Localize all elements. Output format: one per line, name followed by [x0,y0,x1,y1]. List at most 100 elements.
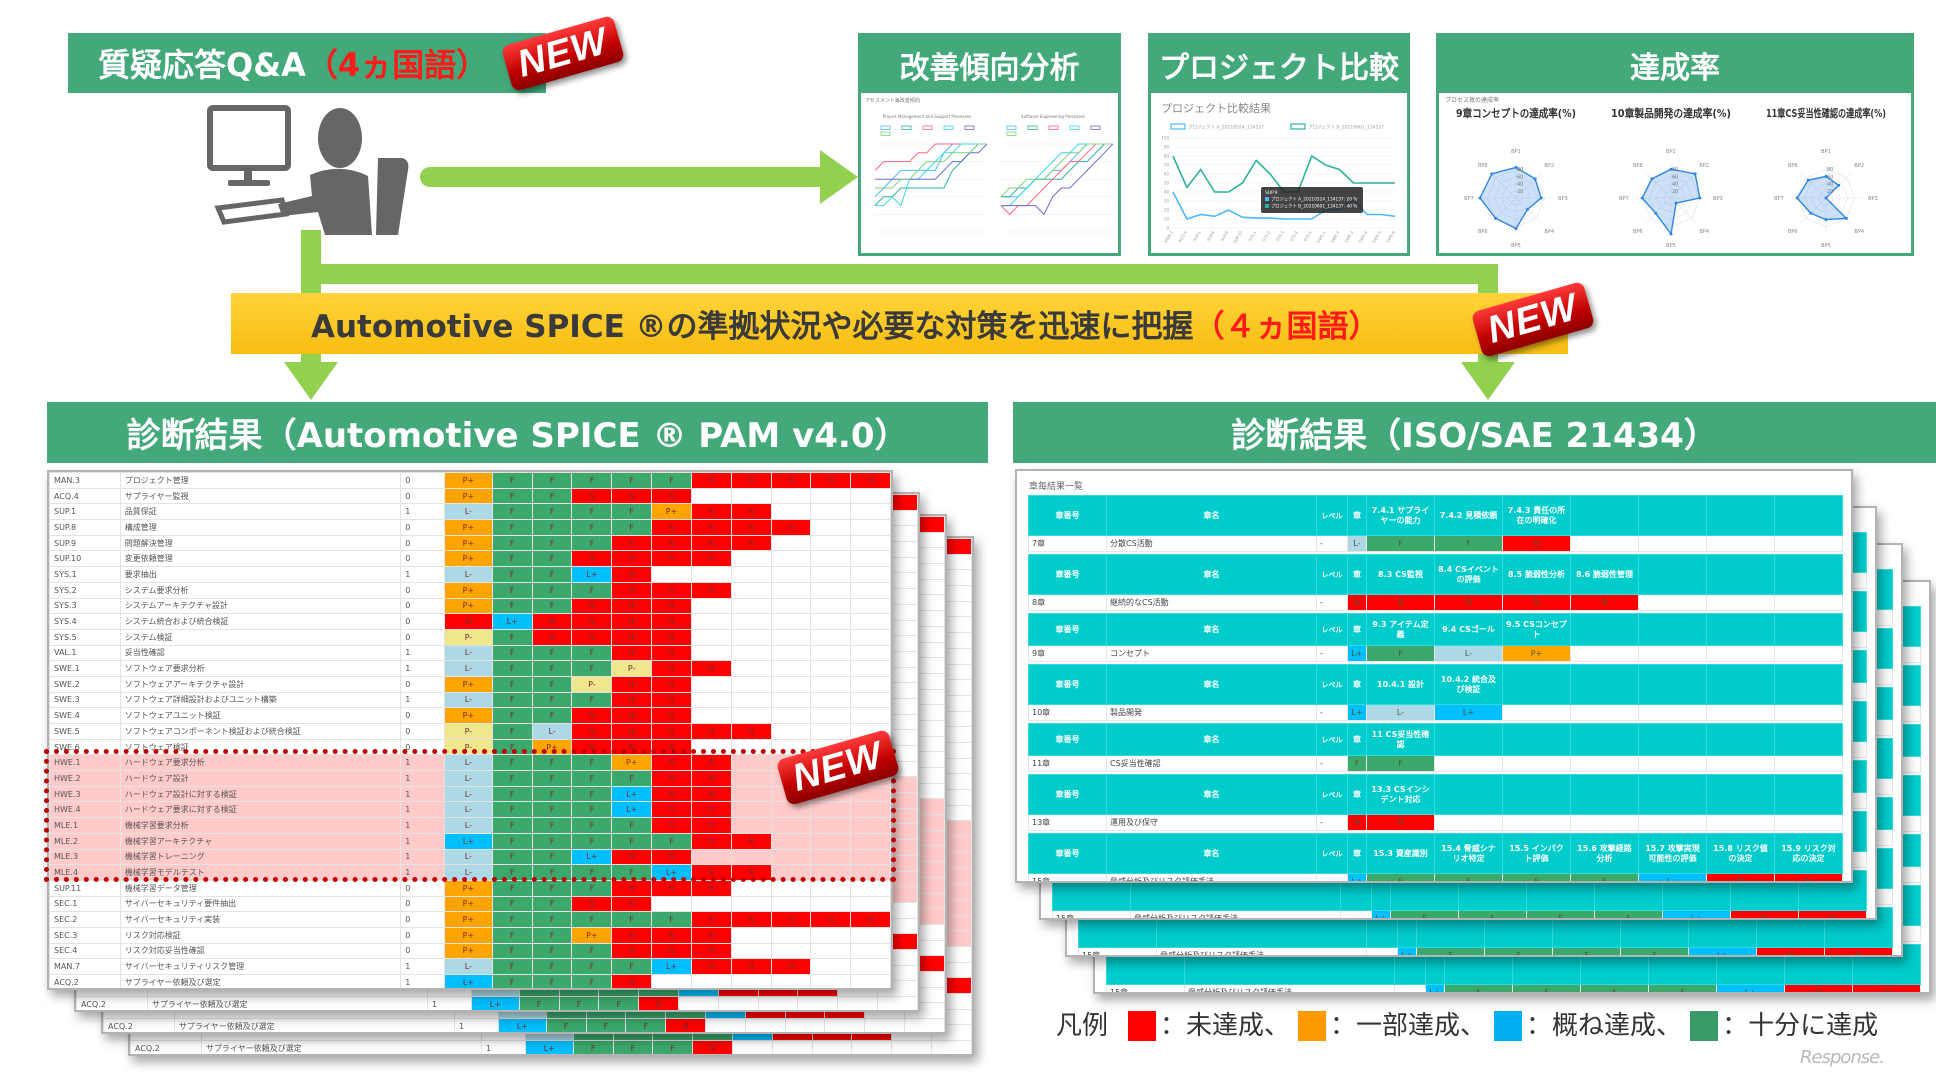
header-chapter-no: 章番号 [1028,664,1107,705]
rating-cell: F [491,691,533,709]
radar-axis-label: BP2 [1854,163,1864,169]
radar-axis-label: BP5 [1666,243,1676,249]
empty-cell [690,566,732,583]
rating-cell: N [611,581,653,599]
process-id: SWE.1 [49,660,121,677]
process-name: サプライヤー依頼及び選定 [200,1040,483,1054]
process-name: 機械学習要求分析 [119,817,402,834]
process-name: システム検証 [119,628,402,646]
capability-level: 0 [400,472,446,489]
rating-cell: N [690,519,732,536]
empty-cell [810,864,852,881]
rating-cell: L- [444,801,493,819]
rating-cell: N [611,487,653,505]
rating-cell: F [571,942,613,960]
x-tick-label: SWE.2 [1330,230,1341,244]
header-level: レベル [1316,833,1348,874]
header-level: レベル [1316,495,1348,536]
radar-axis-label: BP5 [1511,243,1521,249]
y-tick-label: 40 [1164,190,1170,195]
empty-cell [1570,645,1639,662]
row-gap [1028,830,1843,834]
empty-cell [690,691,732,709]
legend-swatch [1290,123,1306,130]
tooltip-line: プロジェクト B_20210601_134137: 40 % [1271,204,1357,210]
rating-cell: F [651,832,692,850]
legend-swatch [943,125,954,130]
x-tick-label: SYS.5 [1303,230,1313,243]
rating-cell: L- [444,958,493,975]
empty-cell [850,566,891,583]
rating-cell: F [545,1018,587,1032]
empty-cell [690,895,732,913]
radar-tick: 40 [1827,182,1833,188]
series-line [875,143,988,180]
rating-cell: P+ [444,534,493,552]
header-chapter-no: 章番号 [1028,774,1107,815]
empty-cell [730,770,772,787]
rating-cell: N [690,817,732,834]
empty-cell [770,801,812,819]
empty-cell [810,519,852,536]
rating-cell: N [690,832,732,850]
radar-point [1806,178,1810,182]
rating-cell: N [1852,984,1921,992]
radar-axis-label: BP6 [1633,229,1643,235]
series-line [1000,143,1113,198]
rating-cell: L- [1434,645,1503,662]
y-tick-label: 10 [1164,217,1170,222]
empty-cell [797,996,839,1010]
process-name: リスク対応検証 [119,926,402,944]
empty-header [1638,664,1707,705]
rating-cell: F [1648,984,1717,992]
empty-cell [1774,704,1843,721]
empty-cell [850,785,891,803]
empty-cell [730,566,772,583]
process-name: 問題解決管理 [119,534,402,552]
radar-axis-label: BP1 [1511,149,1521,155]
rating-cell: F [1366,873,1435,881]
radar-point [1539,196,1543,200]
empty-cell [1434,755,1503,772]
sub-clause-header: 10.4.2 統合及び検証 [1434,664,1503,705]
empty-cell [690,675,732,693]
empty-cell [770,817,812,834]
empty-cell [730,895,772,913]
capability-level: 1 [400,801,446,819]
highlight-border-bottom [44,877,896,882]
table-title: 章毎結果一覧 [1029,482,1084,492]
radar-tick: 80 [1517,167,1523,173]
empty-header [1638,554,1707,595]
capability-level: 0 [400,581,446,599]
rating-cell: P+ [444,550,493,568]
y-tick-label: 60 [1164,172,1170,177]
rating-cell: N [730,472,772,489]
rating-cell: N [690,864,732,881]
empty-cell [810,644,852,662]
rating-cell: F [571,581,613,599]
rating-cell: N [651,770,692,787]
empty-cell [730,628,772,646]
panel-title: 達成率 [1439,36,1911,93]
radar-axis-label: BP4 [1699,229,1709,235]
empty-cell [770,895,812,913]
rating-cell: F [531,503,573,521]
rating-cell: F [491,801,533,819]
x-tick-label: SUP.9 [1219,230,1229,242]
y-tick-label: 70 [1164,163,1170,168]
empty-cell [744,1018,786,1032]
sub-clause-header: 13.3 CSインシデント対応 [1366,774,1435,815]
radar-axis-label: BP8 [1633,163,1643,169]
highlight-border-top [44,749,896,754]
process-id: SYS.3 [49,597,121,615]
header-chapter-name: 章名 [1106,833,1317,874]
empty-cell [730,801,772,819]
radar-tick: 60 [1827,174,1833,180]
